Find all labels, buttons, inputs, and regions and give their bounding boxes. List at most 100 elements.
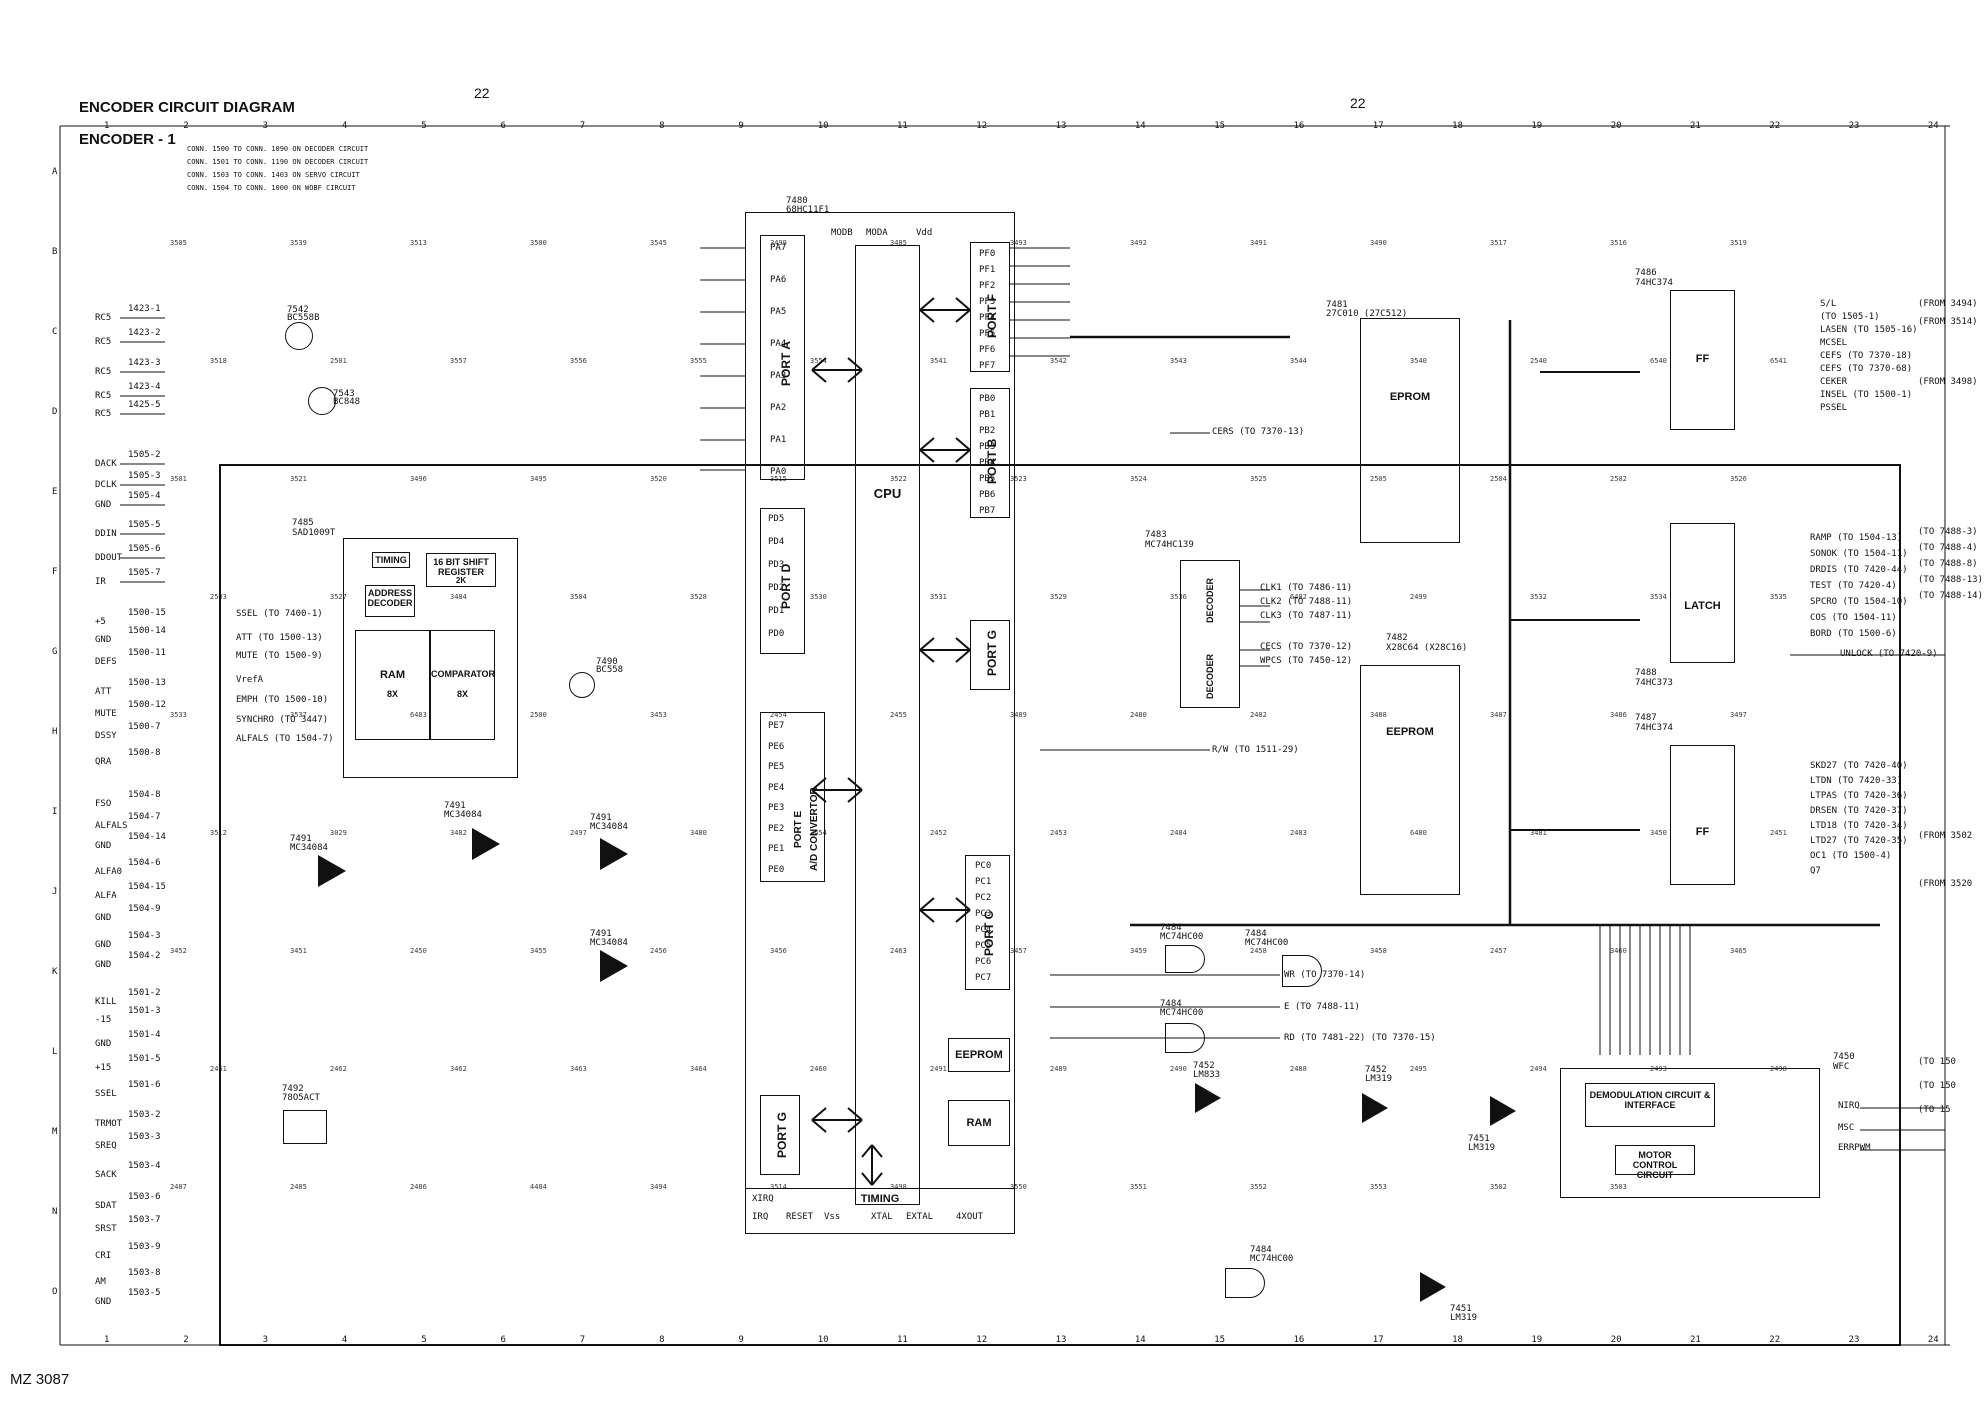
component-ref: 2460 (810, 1065, 827, 1073)
gate-part: MC74HC00 (1250, 1254, 1294, 1264)
port-pin: PC6 (975, 957, 992, 967)
connector-ref: 1505-4 (128, 491, 161, 501)
diagram-title: ENCODER CIRCUIT DIAGRAM (79, 99, 295, 116)
latch-output-signal: SPCRO (TO 1504-10) (1810, 597, 1908, 607)
grid-column-label: 15 (1214, 121, 1226, 131)
connector-pin-label: GND (95, 1297, 112, 1307)
opamp-symbol (318, 855, 346, 887)
component-ref: 3540 (1410, 357, 1427, 365)
comparator-symbol (1362, 1093, 1388, 1123)
port-pin: PC0 (975, 861, 992, 871)
component-ref: 2502 (1610, 475, 1627, 483)
connector-ref: 1500-12 (128, 700, 166, 710)
latch-label: LATCH (1684, 600, 1721, 612)
latch-output-signal: DRDIS (TO 7420-44) (1810, 565, 1908, 575)
component-ref: 2461 (210, 1065, 227, 1073)
port-pin: PC1 (975, 877, 992, 887)
connector-pin-label: DCLK (95, 480, 117, 490)
grid-column-label: 4 (341, 121, 348, 131)
component-ref: 3484 (450, 593, 467, 601)
grid-row-label: L (52, 1047, 58, 1057)
component-ref: 2499 (1410, 593, 1427, 601)
port-pin: PF0 (979, 249, 996, 259)
component-ref: 3457 (1010, 947, 1027, 955)
component-ref: 3459 (1130, 947, 1147, 955)
sad-input-label: VrefA (236, 675, 264, 685)
component-ref: 2463 (890, 947, 907, 955)
component-ref: 2451 (1770, 829, 1787, 837)
connection-note: CONN. 1503 TO CONN. 1403 ON SERVO CIRCUI… (187, 171, 360, 179)
grid-column-label: 6 (500, 121, 506, 131)
port-pin: PE6 (768, 741, 785, 752)
ff1-output-signal: LASEN (TO 1505-16) (1820, 325, 1918, 335)
comparator-part: LM319 (1365, 1074, 1393, 1084)
board-outline (219, 464, 1901, 1346)
grid-column-label: 13 (1055, 1335, 1067, 1345)
edge-reference: (FROM 3498) (1918, 377, 1978, 387)
port-pin: PC2 (975, 893, 992, 903)
sad-timing-label: TIMING (375, 555, 407, 565)
connector-ref: 1503-2 (128, 1110, 161, 1120)
comparator-part: LM833 (1193, 1070, 1221, 1080)
component-ref: 3029 (330, 829, 347, 837)
connector-pin-label: GND (95, 913, 112, 923)
transistor-part: BC558 (596, 665, 624, 675)
sad-ram-sub: 8X (386, 689, 398, 699)
port-c: PORT C (965, 855, 1010, 990)
sad-input-label: ALFALS (TO 1504-7) (236, 734, 334, 744)
edge-reference: (TO 7488-13) (1918, 575, 1984, 585)
transistor-ref: 7543 (333, 389, 355, 399)
component-ref: 4484 (530, 1183, 547, 1191)
connector-ref: 1501-5 (128, 1054, 161, 1064)
connector-ref: 1504-14 (128, 832, 166, 842)
component-ref: 2487 (170, 1183, 187, 1191)
ff1-chip: 7486 74HC374 FF (1635, 269, 1735, 430)
component-ref: 3517 (1490, 239, 1507, 247)
sad-timing: TIMING (372, 552, 410, 568)
grid-column-label: 18 (1452, 1335, 1463, 1345)
grid-column-label: 19 (1531, 121, 1543, 131)
component-ref: 2480 (1130, 711, 1147, 719)
opamp-ref: 7491 (290, 834, 312, 844)
component-ref: 2484 (1170, 829, 1187, 837)
gate-part: MC74HC00 (1160, 1008, 1204, 1018)
grid-column-label: 24 (1927, 121, 1939, 131)
cpu-ram: RAM (948, 1100, 1010, 1146)
connector-pin-label: ALFA0 (95, 867, 123, 877)
component-ref: 3488 (1370, 711, 1387, 719)
signal-label: CECS (TO 7370-12) (1260, 642, 1353, 652)
gate-ref: 7484 (1160, 923, 1182, 933)
component-ref: 3530 (810, 593, 827, 601)
latch-chip: 7488 74HC373 LATCH (1635, 523, 1735, 688)
connector-ref: 1504-6 (128, 858, 161, 868)
connector-pin-label: +15 (95, 1063, 112, 1073)
grid-row-label: D (52, 407, 58, 417)
component-ref: 3502 (1490, 1183, 1507, 1191)
transistor-symbol (308, 387, 336, 415)
connector-ref: 1503-9 (128, 1242, 161, 1252)
cpu-eeprom-label: EEPROM (955, 1049, 1003, 1061)
component-ref: 3541 (930, 357, 947, 365)
component-ref: 3503 (1610, 1183, 1627, 1191)
component-ref: 3456 (770, 947, 787, 955)
connection-note: CONN. 1500 TO CONN. 1090 ON DECODER CIRC… (187, 145, 369, 153)
grid-row-label: F (52, 567, 58, 577)
connector-ref: 1505-2 (128, 450, 161, 460)
transistor-part: BC558B (287, 313, 320, 323)
grid-column-label: 3 (262, 1335, 269, 1345)
ff1-output-signal: INSEL (TO 1500-1) (1820, 390, 1913, 400)
component-ref: 3554 (810, 357, 827, 365)
gate-ref: 7484 (1160, 999, 1182, 1009)
comparator-ref: 7452 (1365, 1065, 1387, 1075)
grid-column-label: 16 (1293, 1335, 1305, 1345)
nand-gate (1165, 945, 1205, 973)
connector-pin-label: RC5 (95, 367, 112, 377)
comparator-part: LM319 (1468, 1143, 1496, 1153)
opamp-symbol (600, 838, 628, 870)
comparator-ref: 7452 (1193, 1061, 1215, 1071)
component-ref: 3453 (650, 711, 667, 719)
component-ref: 2489 (1050, 1065, 1067, 1073)
bus-arrow (811, 1107, 863, 1133)
connector-pin-label: SSEL (95, 1089, 117, 1099)
grid-column-label: 14 (1134, 1335, 1146, 1345)
